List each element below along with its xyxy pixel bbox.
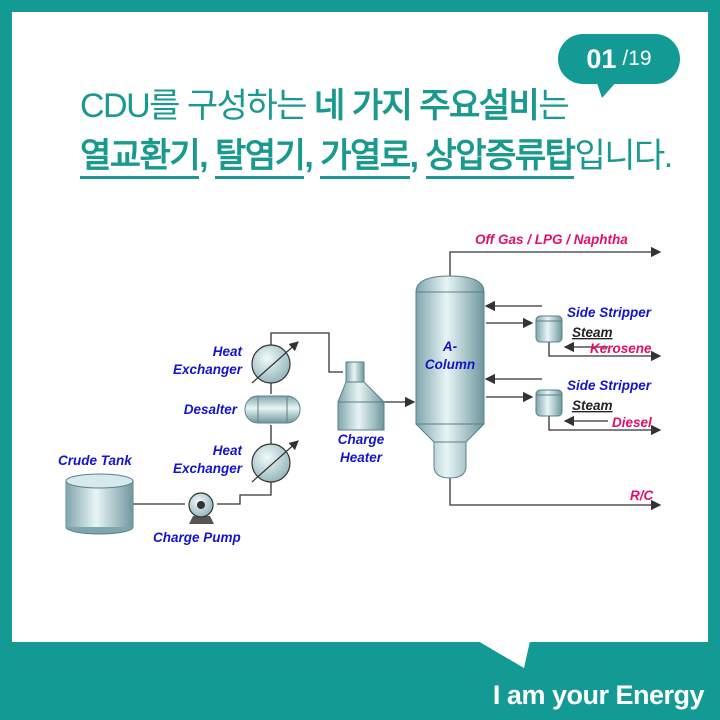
- headline-highlight: 네 가지 주요설비: [313, 87, 540, 125]
- headline-line-1: CDU를 구성하는 네 가지 주요설비는: [80, 78, 570, 127]
- charge-pump: [188, 492, 214, 524]
- page-total: /19: [622, 47, 652, 70]
- label-side-stripper-1: Side Stripper: [567, 305, 652, 320]
- label-residue: R/C: [630, 488, 654, 503]
- label-column-2: Column: [425, 357, 475, 372]
- page-badge: 01 /19: [558, 34, 680, 84]
- sep: ,: [199, 137, 208, 175]
- heat-exchanger-upper: [251, 341, 299, 384]
- label-heater-2: Heater: [340, 450, 383, 465]
- headline-post: 는: [538, 87, 569, 125]
- label-heater-1: Charge: [338, 432, 385, 447]
- brand-slogan: I am your Energy: [492, 680, 705, 710]
- item-desalter: 탈염기: [215, 137, 306, 179]
- label-diesel: Diesel: [612, 415, 652, 430]
- page-current: 01: [586, 43, 617, 74]
- heat-exchanger-lower: [251, 440, 299, 483]
- side-stripper-2: [535, 389, 563, 417]
- label-hx-upper-2: Exchanger: [173, 362, 243, 377]
- label-charge-pump: Charge Pump: [153, 530, 241, 545]
- item-column: 상압증류탑: [425, 137, 576, 179]
- headline-line-2: 열교환기, 탈염기, 가열로, 상압증류탑입니다.: [80, 128, 673, 179]
- desalter: [244, 395, 301, 424]
- process-lines: [133, 246, 662, 511]
- sep: ,: [304, 137, 313, 175]
- content-card: [12, 12, 708, 642]
- crude-tank: [65, 473, 134, 535]
- label-hx-lower-1: Heat: [213, 443, 243, 458]
- label-side-stripper-2: Side Stripper: [567, 378, 652, 393]
- headline-line2-post: 입니다.: [574, 137, 673, 175]
- label-hx-lower-2: Exchanger: [173, 461, 243, 476]
- label-steam-2: Steam: [572, 398, 613, 413]
- label-steam-1: Steam: [572, 325, 613, 340]
- atmospheric-column: [415, 275, 485, 479]
- item-heat-exchanger: 열교환기: [80, 137, 201, 179]
- headline-pre: CDU를 구성하는: [80, 87, 314, 125]
- item-heater: 가열로: [320, 137, 411, 179]
- label-kerosene: Kerosene: [590, 341, 652, 356]
- charge-heater: [337, 361, 386, 431]
- label-off-gas: Off Gas / LPG / Naphtha: [475, 232, 628, 247]
- label-column-1: A-: [442, 339, 458, 354]
- label-crude-tank: Crude Tank: [58, 453, 133, 468]
- label-desalter: Desalter: [184, 402, 238, 417]
- label-hx-upper-1: Heat: [213, 344, 243, 359]
- sep: ,: [409, 137, 419, 175]
- side-stripper-1: [535, 315, 563, 343]
